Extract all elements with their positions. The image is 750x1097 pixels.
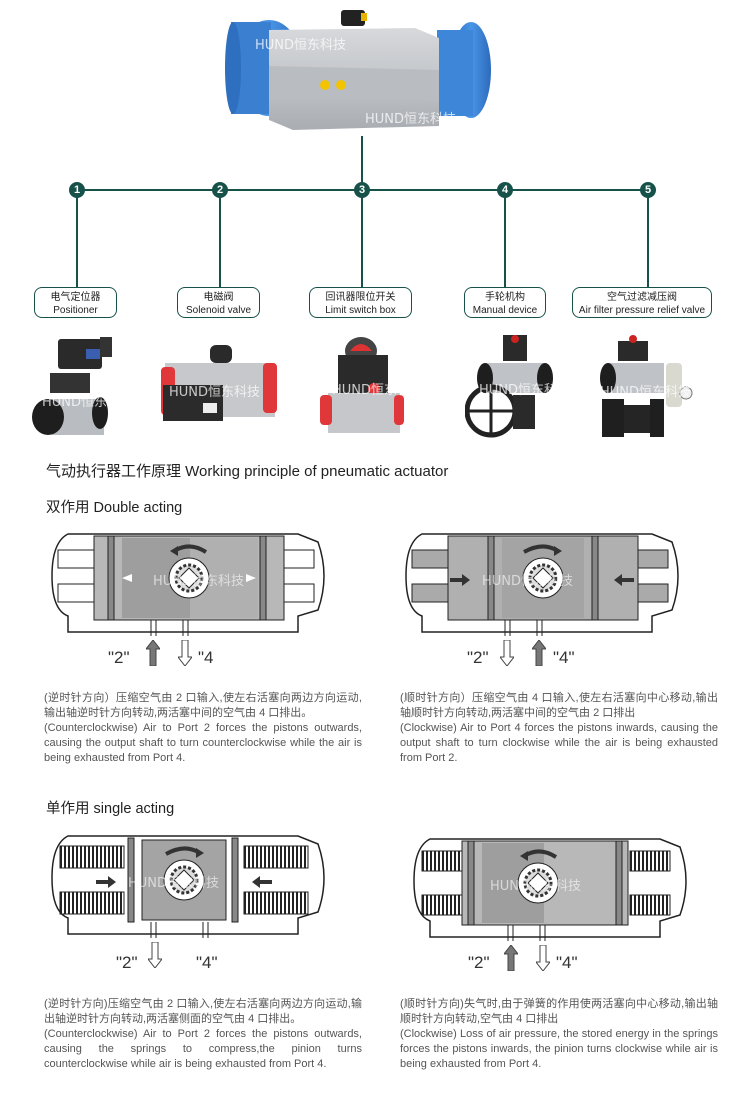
accessory-en: Air filter pressure relief valve [578,305,706,316]
accessory-zh: 回讯器限位开关 [325,292,396,303]
description-en: (Counterclockwise) Air to Port 2 forces … [44,722,362,764]
accessory-number-badge: 3 [354,182,370,198]
watermark-text: HUND恒东科技 [332,383,424,398]
accessory-zh: 电气定位器 [50,292,101,303]
connector-5 [647,190,649,288]
watermark-text: HUND恒东科技 [365,112,457,127]
watermark-text: HUND恒东科技 [169,385,261,400]
single-acting-cw-diagram: HUND恒东科技 [410,835,700,971]
connector-2 [219,190,221,288]
port-2-label: "2" [467,648,489,667]
air-out-arrow-icon [178,640,192,666]
description-en: (Counterclockwise) Air to Port 2 forces … [44,1028,362,1070]
connector-1 [76,190,78,288]
working-principle-title: 气动执行器工作原理 Working principle of pneumatic… [46,463,449,480]
air-out-arrow-icon [500,640,514,666]
accessory-label-manual: 手轮机构 Manual device [464,287,546,318]
accessory-number-badge: 4 [497,182,513,198]
port-4-label: "4" [556,953,578,972]
double-acting-ccw-description: (逆时针方向）压缩空气由 2 口输入,使左右活塞向两边方向运动,输出轴逆时针方向… [44,691,362,766]
air-out-arrow-icon [148,942,162,968]
description-zh: (逆时针方向)压缩空气由 2 口输入,使左右活塞向两边方向运动,输出轴逆时针方向… [44,998,362,1025]
port-2-label: "2" [108,648,130,667]
accessory-zh: 手轮机构 [485,292,525,303]
single-acting-cw-description: (顺时针方向)失气时,由于弹簧的作用使两活塞向中心移动,输出轴顺时针方向转动,空… [400,997,718,1072]
accessory-en: Positioner [53,305,98,316]
double-acting-ccw-diagram: HUND恒东科技 [48,530,338,666]
port-2-label: "2" [468,953,490,972]
port-4-label: "4" [196,953,218,972]
accessory-number-badge: 5 [640,182,656,198]
air-in-arrow-icon [146,640,160,666]
accessory-zh: 空气过滤减压阀 [607,292,677,303]
accessory-zh: 电磁阀 [203,292,234,303]
accessory-en: Manual device [472,305,538,316]
watermark-text: HUND恒东科技 [42,395,134,410]
description-en: (Clockwise) Air to Port 4 forces the pis… [400,722,718,764]
trunk-connector [361,136,363,190]
positioner-image: HUND恒东科技 [30,333,133,441]
single-acting-ccw-diagram: HUND恒东科技 [48,832,338,968]
limit-switch-box-image: HUND恒东科技 [318,333,423,441]
watermark-text: HUND恒东科技 [482,574,574,589]
double-acting-cw-diagram: HUND恒东科技 [402,530,692,666]
accessory-en: Solenoid valve [185,305,252,316]
single-acting-heading: 单作用 single acting [46,801,175,817]
connector-3 [361,190,363,288]
solenoid-valve-image: HUND恒东科技 [155,333,280,441]
description-zh: (逆时针方向）压缩空气由 2 口输入,使左右活塞向两边方向运动,输出轴逆时针方向… [44,692,362,719]
watermark-text: HUND恒东科技 [600,385,692,400]
port-4-label: "4 [198,648,214,667]
accessory-number-badge: 1 [69,182,85,198]
air-out-arrow-icon [536,945,550,971]
port-4-label: "4" [553,648,575,667]
double-acting-cw-description: (顺时针方向）压缩空气由 4 口输入,使左右活塞向中心移动,输出轴顺时针方向转动… [400,691,718,766]
accessory-label-limit-switch: 回讯器限位开关 Limit switch box [309,287,412,318]
description-zh: (顺时针方向）压缩空气由 4 口输入,使左右活塞向中心移动,输出轴顺时针方向转动… [400,692,718,719]
manual-device-image: HUND恒东科技 [465,333,570,441]
accessory-label-positioner: 电气定位器 Positioner [34,287,117,318]
watermark-text: HUND恒东科技 [490,879,582,894]
single-acting-ccw-description: (逆时针方向)压缩空气由 2 口输入,使左右活塞向两边方向运动,输出轴逆时针方向… [44,997,362,1072]
watermark-text: HUND恒东科技 [479,383,571,398]
port-2-label: "2" [116,953,138,972]
connector-4 [504,190,506,288]
watermark-text: HUND恒东科技 [255,38,347,53]
main-actuator-image: HUND恒东科技 HUND恒东科技 [225,8,495,136]
air-filter-valve-image: HUND恒东科技 [598,333,698,441]
accessory-en: Limit switch box [325,305,396,316]
description-zh: (顺时针方向)失气时,由于弹簧的作用使两活塞向中心移动,输出轴顺时针方向转动,空… [400,998,718,1025]
air-in-arrow-icon [504,945,518,971]
description-en: (Clockwise) Loss of air pressure, the st… [400,1028,718,1070]
accessory-label-solenoid: 电磁阀 Solenoid valve [177,287,260,318]
watermark-text: HUND恒东科技 [128,876,220,891]
double-acting-heading: 双作用 Double acting [46,500,183,516]
watermark-text: HUND恒东科技 [153,574,245,589]
air-in-arrow-icon [532,640,546,666]
accessory-label-air-filter: 空气过滤减压阀 Air filter pressure relief valve [572,287,712,318]
accessory-number-badge: 2 [212,182,228,198]
